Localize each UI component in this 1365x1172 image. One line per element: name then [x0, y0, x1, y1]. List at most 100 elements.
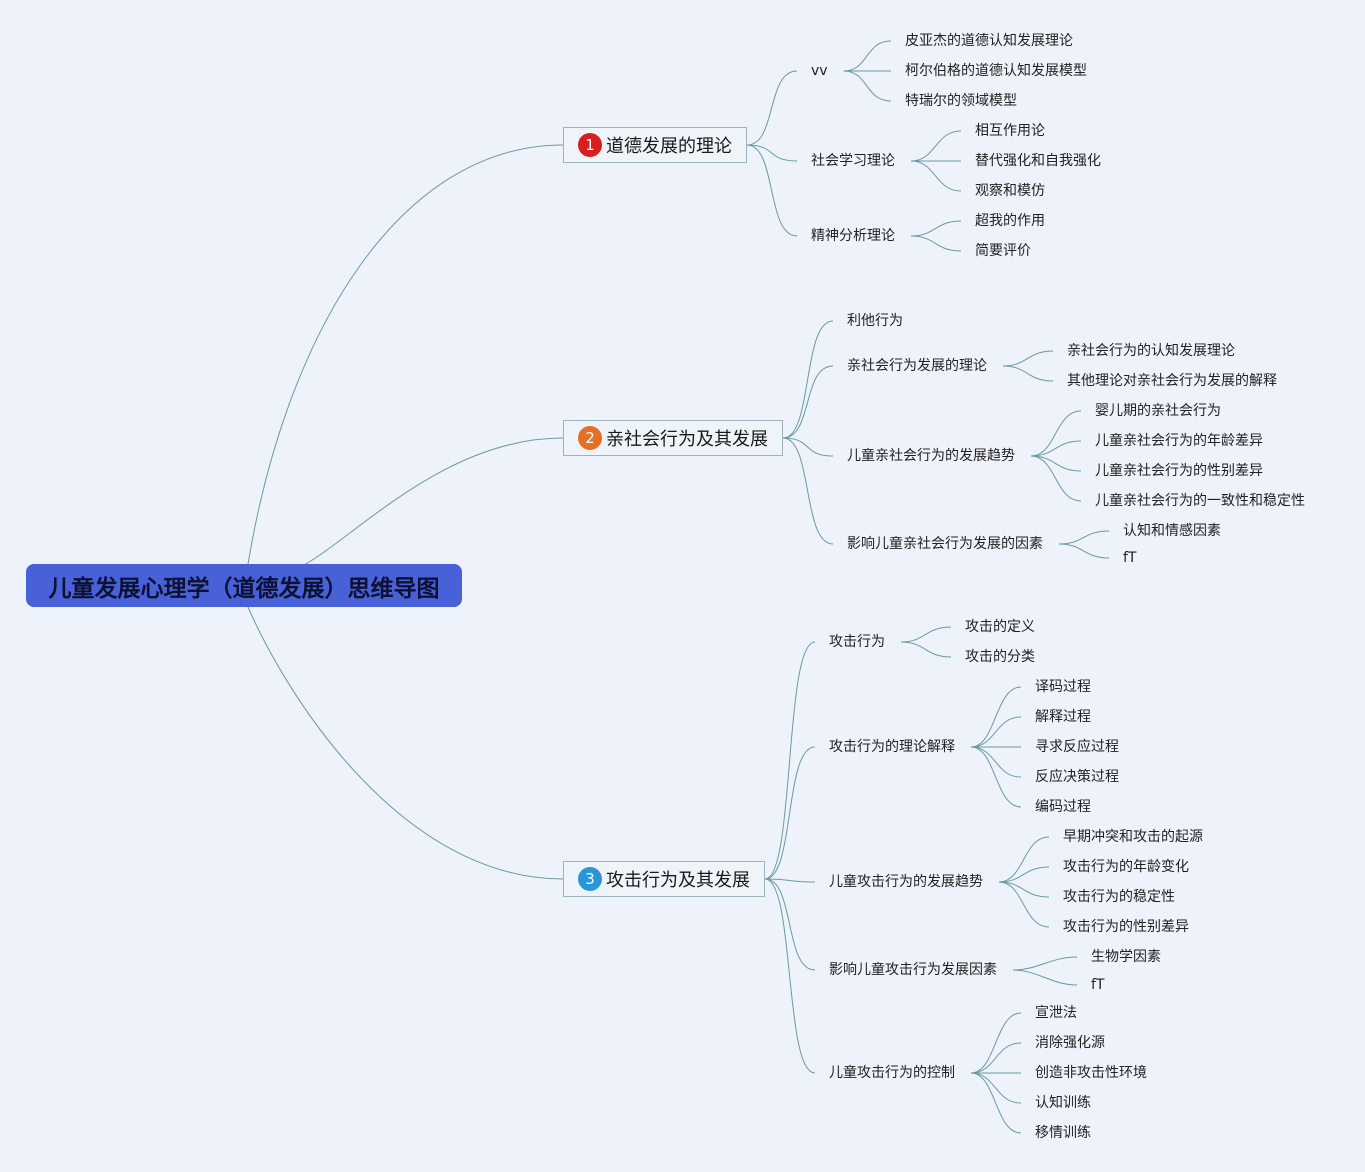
connector-branch-to-topic: [764, 746, 816, 880]
number-badge-1: 1: [578, 133, 602, 157]
leaf-2-4-0[interactable]: 宣泄法: [1035, 1005, 1077, 1021]
topic-1-0[interactable]: 利他行为: [847, 313, 903, 329]
connector-branch-to-topic: [764, 641, 816, 880]
leaf-2-1-1[interactable]: 解释过程: [1035, 709, 1091, 725]
topic-1-3[interactable]: 影响儿童亲社会行为发展的因素: [847, 536, 1043, 552]
leaf-0-2-0[interactable]: 超我的作用: [975, 213, 1045, 229]
branch-prosocial-behavior[interactable]: 2 亲社会行为及其发展: [563, 420, 783, 456]
connector-topic-to-leaf: [1002, 365, 1054, 382]
connector-branch-to-topic: [782, 437, 834, 545]
topic-2-3[interactable]: 影响儿童攻击行为发展因素: [829, 962, 997, 978]
leaf-0-1-2[interactable]: 观察和模仿: [975, 183, 1045, 199]
connector-topic-to-leaf: [910, 160, 962, 192]
connector-topic-to-leaf: [910, 235, 962, 252]
leaf-2-3-1[interactable]: fT: [1091, 977, 1105, 993]
number-badge-2: 2: [578, 426, 602, 450]
root-topic[interactable]: 儿童发展心理学（道德发展）思维导图: [26, 564, 462, 607]
topic-1-1[interactable]: 亲社会行为发展的理论: [847, 358, 987, 374]
connector-branch-to-topic: [746, 70, 798, 146]
topic-2-4[interactable]: 儿童攻击行为的控制: [829, 1065, 955, 1081]
connector-topic-to-leaf: [1058, 530, 1110, 545]
connector-branch-to-topic: [764, 878, 816, 1074]
leaf-0-1-1[interactable]: 替代强化和自我强化: [975, 153, 1101, 169]
leaf-1-2-0[interactable]: 婴儿期的亲社会行为: [1095, 403, 1221, 419]
connector-topic-to-leaf: [970, 1012, 1022, 1074]
leaf-2-4-2[interactable]: 创造非攻击性环境: [1035, 1065, 1147, 1081]
branch-aggressive-behavior[interactable]: 3 攻击行为及其发展: [563, 861, 765, 897]
leaf-2-1-0[interactable]: 译码过程: [1035, 679, 1091, 695]
connector-root-to-branch: [247, 606, 564, 880]
branch-label: 亲社会行为及其发展: [606, 429, 768, 450]
connector-topic-to-leaf: [843, 70, 892, 102]
topic-2-0[interactable]: 攻击行为: [829, 634, 885, 650]
connector-topic-to-leaf: [970, 746, 1022, 808]
topic-0-1[interactable]: 社会学习理论: [811, 153, 895, 169]
connector-topic-to-leaf: [970, 1072, 1022, 1104]
leaf-2-3-0[interactable]: 生物学因素: [1091, 949, 1161, 965]
leaf-2-1-2[interactable]: 寻求反应过程: [1035, 739, 1119, 755]
connector-topic-to-leaf: [910, 220, 962, 237]
topic-0-2[interactable]: 精神分析理论: [811, 228, 895, 244]
connector-branch-to-topic: [764, 878, 816, 971]
connector-branch-to-topic: [782, 437, 834, 457]
leaf-2-4-4[interactable]: 移情训练: [1035, 1125, 1091, 1141]
leaf-2-0-0[interactable]: 攻击的定义: [965, 619, 1035, 635]
leaf-1-3-1[interactable]: fT: [1123, 550, 1137, 566]
connector-topic-to-leaf: [900, 641, 952, 658]
leaf-2-4-3[interactable]: 认知训练: [1035, 1095, 1091, 1111]
connector-topic-to-leaf: [1030, 455, 1082, 472]
leaf-0-0-2[interactable]: 特瑞尔的领域模型: [905, 93, 1017, 109]
connector-topic-to-leaf: [970, 716, 1022, 748]
connector-branch-to-topic: [764, 878, 816, 883]
leaf-0-1-0[interactable]: 相互作用论: [975, 123, 1045, 139]
leaf-2-2-3[interactable]: 攻击行为的性别差异: [1063, 919, 1189, 935]
connector-root-to-branch: [257, 437, 564, 575]
leaf-2-1-3[interactable]: 反应决策过程: [1035, 769, 1119, 785]
connector-topic-to-leaf: [970, 1072, 1022, 1134]
connector-topic-to-leaf: [843, 40, 892, 72]
leaf-1-1-0[interactable]: 亲社会行为的认知发展理论: [1067, 343, 1235, 359]
connector-topic-to-leaf: [970, 746, 1022, 778]
leaf-2-0-1[interactable]: 攻击的分类: [965, 649, 1035, 665]
leaf-2-1-4[interactable]: 编码过程: [1035, 799, 1091, 815]
leaf-2-2-1[interactable]: 攻击行为的年龄变化: [1063, 859, 1189, 875]
connector-topic-to-leaf: [1030, 455, 1082, 502]
leaf-1-3-0[interactable]: 认知和情感因素: [1123, 523, 1221, 539]
leaf-1-2-2[interactable]: 儿童亲社会行为的性别差异: [1095, 463, 1263, 479]
connector-topic-to-leaf: [1030, 410, 1082, 457]
leaf-1-2-3[interactable]: 儿童亲社会行为的一致性和稳定性: [1095, 493, 1305, 509]
connector-topic-to-leaf: [998, 866, 1050, 883]
number-badge-3: 3: [578, 867, 602, 891]
leaf-1-1-1[interactable]: 其他理论对亲社会行为发展的解释: [1067, 373, 1277, 389]
connector-topic-to-leaf: [1058, 543, 1110, 559]
leaf-0-2-1[interactable]: 简要评价: [975, 243, 1031, 259]
connector-topic-to-leaf: [970, 686, 1022, 748]
connector-topic-to-leaf: [970, 1042, 1022, 1074]
connector-topic-to-leaf: [1002, 350, 1054, 367]
topic-0-0[interactable]: vv: [811, 63, 828, 79]
leaf-0-0-0[interactable]: 皮亚杰的道德认知发展理论: [905, 33, 1073, 49]
connector-topic-to-leaf: [1012, 956, 1078, 971]
branch-moral-theory[interactable]: 1 道德发展的理论: [563, 127, 747, 163]
connector-topic-to-leaf: [998, 881, 1050, 928]
connector-topic-to-leaf: [998, 836, 1050, 883]
branch-label: 道德发展的理论: [606, 136, 732, 157]
topic-2-1[interactable]: 攻击行为的理论解释: [829, 739, 955, 755]
connector-root-to-branch: [247, 144, 564, 565]
branch-label: 攻击行为及其发展: [606, 870, 750, 891]
topic-1-2[interactable]: 儿童亲社会行为的发展趋势: [847, 448, 1015, 464]
connector-topic-to-leaf: [1012, 969, 1078, 986]
leaf-0-0-1[interactable]: 柯尔伯格的道德认知发展模型: [905, 63, 1087, 79]
connector-branch-to-topic: [746, 144, 798, 237]
leaf-2-2-0[interactable]: 早期冲突和攻击的起源: [1063, 829, 1203, 845]
connector-branch-to-topic: [782, 320, 834, 439]
leaf-2-4-1[interactable]: 消除强化源: [1035, 1035, 1105, 1051]
connector-topic-to-leaf: [910, 130, 962, 162]
topic-2-2[interactable]: 儿童攻击行为的发展趋势: [829, 874, 983, 890]
connector-branch-to-topic: [746, 144, 798, 162]
connector-topic-to-leaf: [998, 881, 1050, 898]
connector-topic-to-leaf: [1030, 440, 1082, 457]
leaf-2-2-2[interactable]: 攻击行为的稳定性: [1063, 889, 1175, 905]
leaf-1-2-1[interactable]: 儿童亲社会行为的年龄差异: [1095, 433, 1263, 449]
